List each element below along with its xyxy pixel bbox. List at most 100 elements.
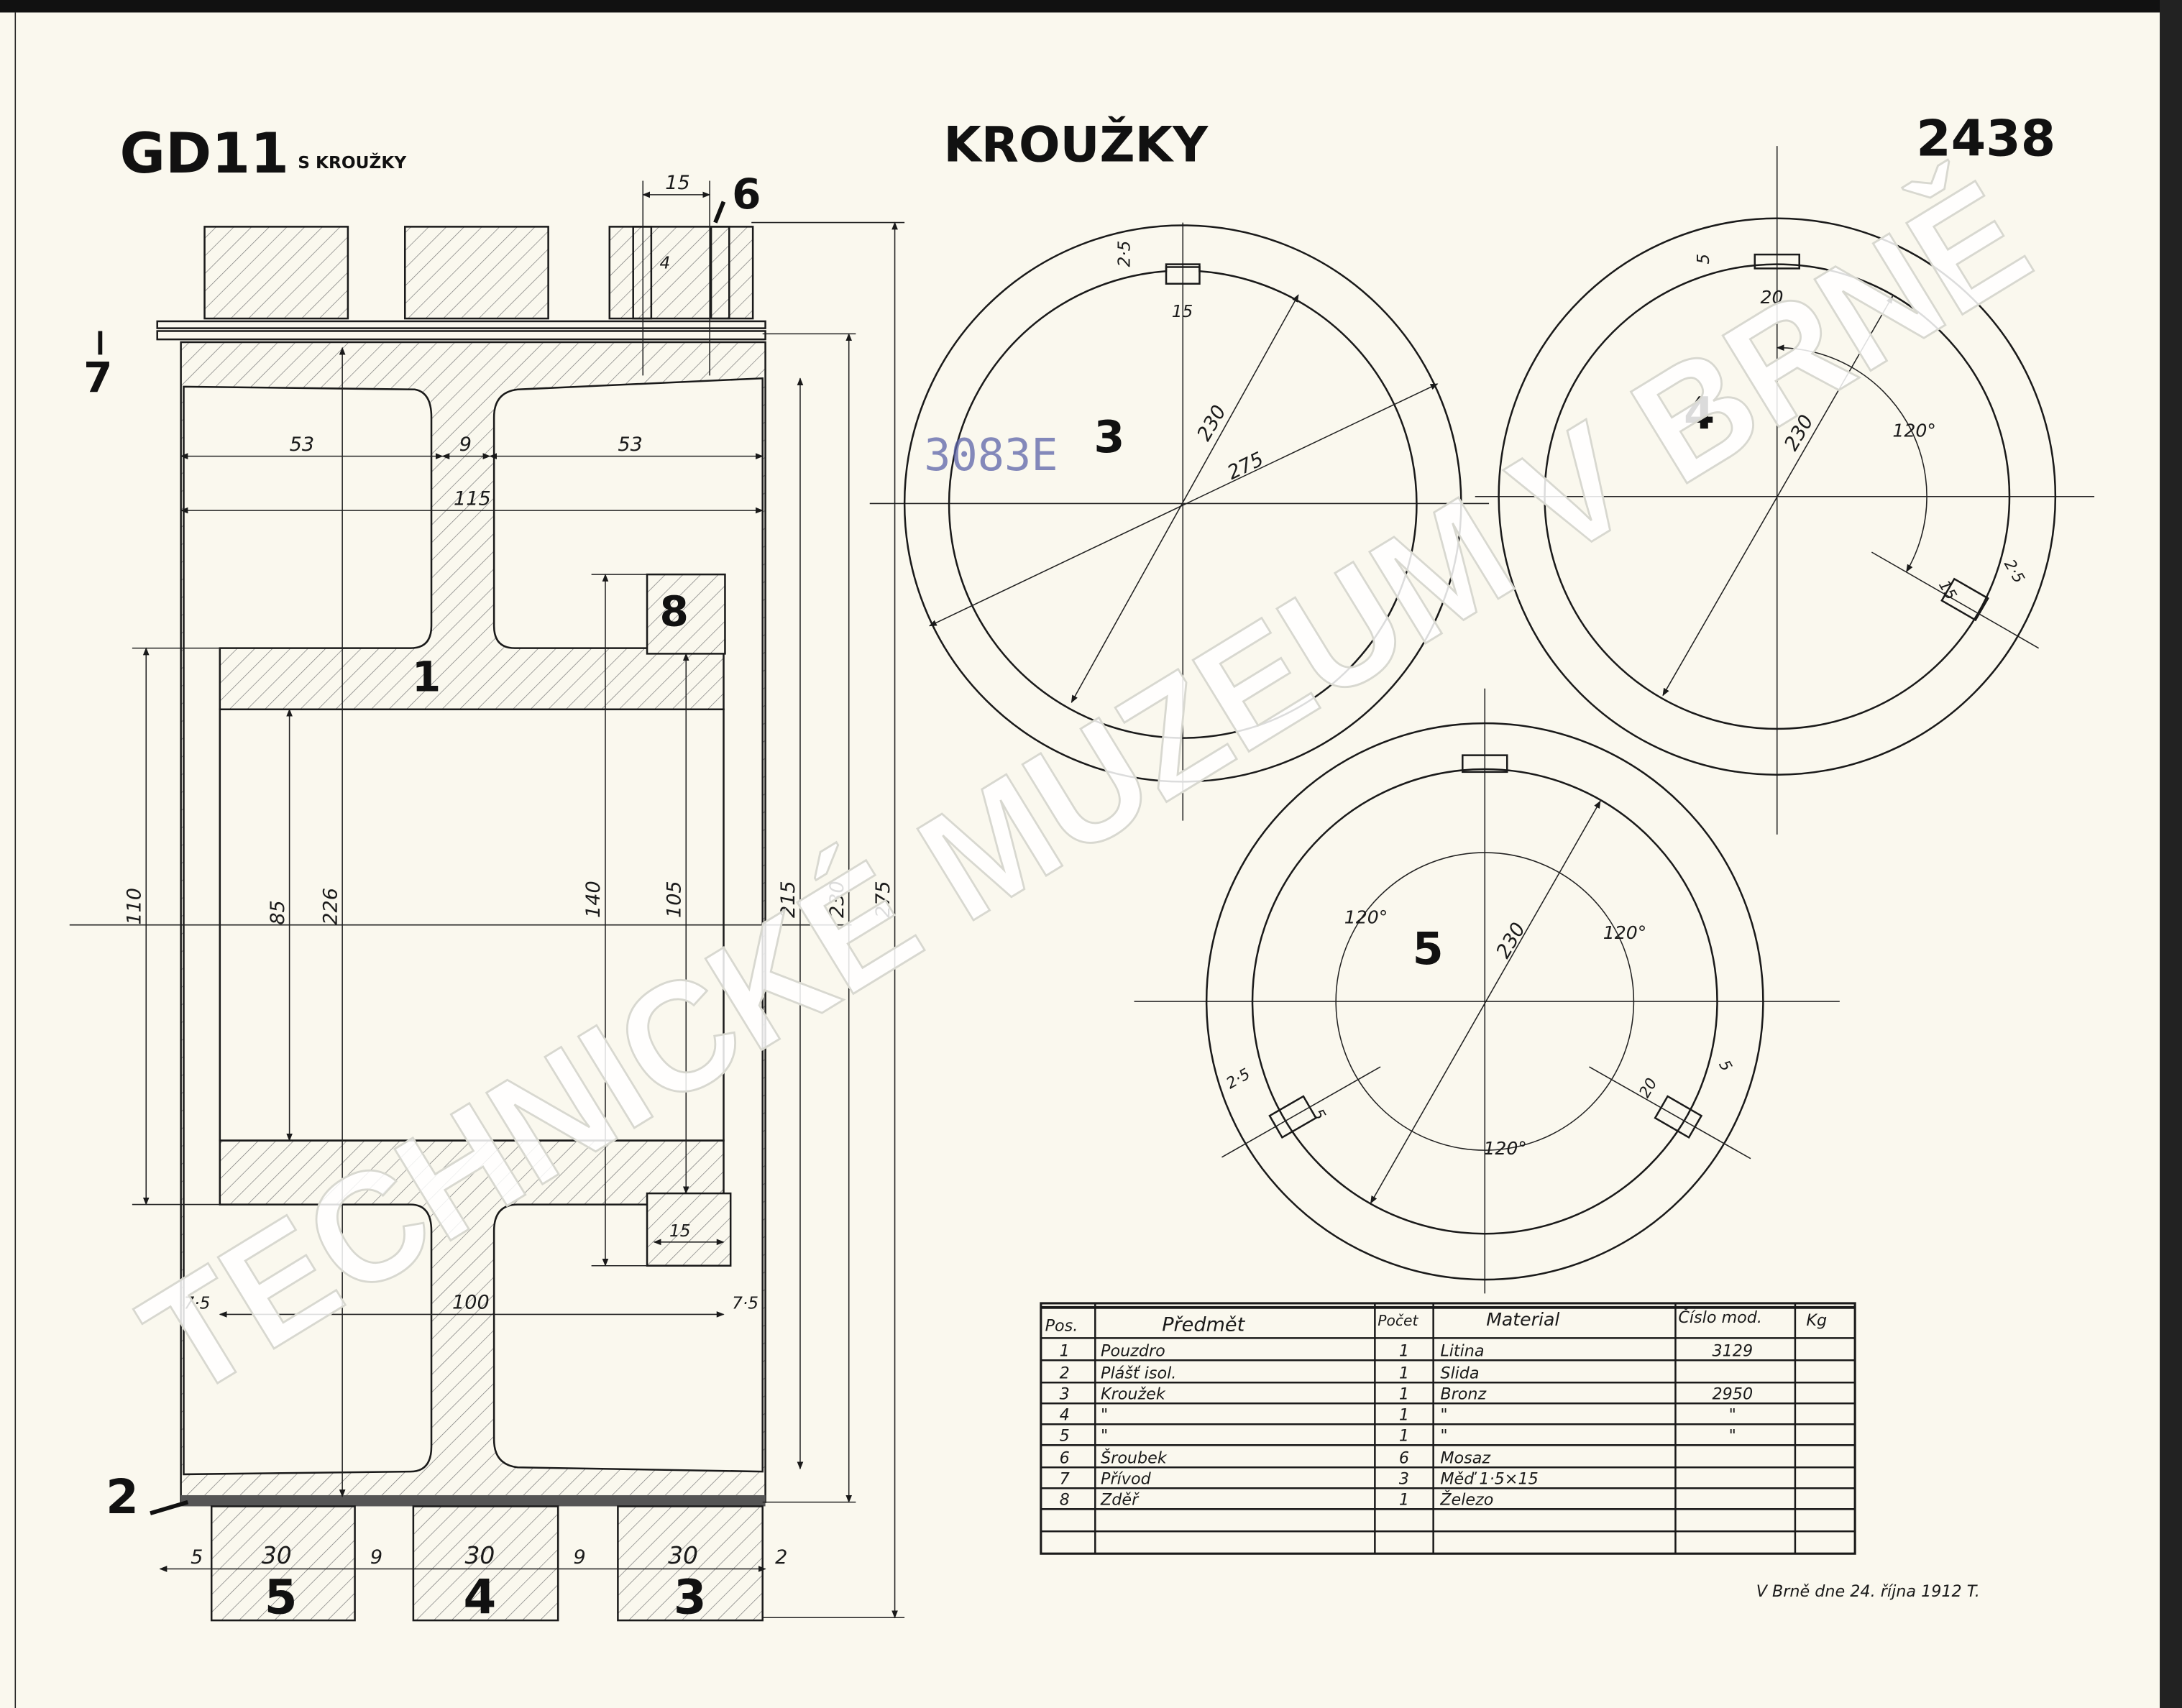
table-cell: "	[1440, 1405, 1447, 1424]
table-cell: 1	[1060, 1341, 1070, 1360]
table-cell: 8	[1060, 1491, 1070, 1510]
leader-2	[150, 1500, 189, 1515]
dim-bottom-6: 2	[775, 1546, 787, 1569]
col-item: Předmět	[1162, 1314, 1245, 1336]
ring-5-top	[203, 226, 349, 320]
table-row: 4 " 1 " "	[1060, 1405, 1736, 1424]
table-cell: 4	[1060, 1405, 1070, 1424]
ring3-dim-notch-width: 15	[1172, 302, 1193, 321]
ring-3-view: 2·5 15 230 275 3083E 3	[869, 222, 1490, 821]
table-cell: Mosaz	[1440, 1448, 1491, 1467]
ring5-label: 5	[1413, 923, 1444, 975]
ring3-dim-notch-depth: 2·5	[1115, 241, 1134, 267]
dim-275: 275	[872, 881, 894, 918]
insulation-sleeve-2	[180, 1494, 766, 1507]
header: GD11 S KROUŽKY KROUŽKY 2438	[119, 110, 2055, 186]
part-label-2: 2	[106, 1469, 139, 1525]
table-cell: 1	[1399, 1405, 1409, 1424]
dim-230: 230	[826, 881, 848, 918]
table-cell: Pouzdro	[1101, 1341, 1165, 1360]
table-cell: Slida	[1440, 1364, 1479, 1382]
page-title: KROUŽKY	[943, 116, 1209, 173]
table-cell: Železo	[1439, 1489, 1493, 1510]
table-cell: 2	[1060, 1364, 1070, 1382]
table-cell: 1	[1399, 1427, 1409, 1446]
col-material: Material	[1486, 1309, 1559, 1330]
table-cell: 2950	[1712, 1385, 1753, 1403]
ring5-dim-angle-right: 120°	[1603, 922, 1647, 943]
part-label-4: 4	[464, 1569, 497, 1625]
part-label-1: 1	[412, 653, 441, 702]
ring5-dim-angle-left: 120°	[1344, 907, 1388, 928]
table-cell: Přívod	[1101, 1469, 1152, 1488]
dim-bottom-0: 5	[191, 1546, 203, 1569]
ring4-dim-notch-depth: 5	[1694, 254, 1713, 265]
inventory-stamp: 3083E	[924, 429, 1058, 481]
table-cell: Litina	[1440, 1341, 1484, 1360]
dim-bottom-4: 9	[573, 1546, 585, 1569]
dim-right-chamber: 53	[618, 433, 642, 456]
table-row: 2 Plášť isol. 1 Slida	[1060, 1364, 1480, 1382]
table-cell: 3	[1060, 1385, 1070, 1403]
dim-215: 215	[777, 881, 799, 918]
part-label-6: 6	[732, 170, 761, 219]
part-label-5: 5	[265, 1569, 298, 1625]
ring-4-bottom	[412, 1505, 559, 1622]
dim-left-step: 7·5	[183, 1294, 210, 1313]
part-label-7: 7	[83, 354, 112, 403]
screw-6a	[632, 226, 653, 320]
table-row: 6 Šroubek 6 Mosaz	[1060, 1447, 1492, 1467]
dim-226: 226	[319, 888, 341, 925]
table-cell: Bronz	[1440, 1385, 1487, 1403]
table-cell: Plášť isol.	[1101, 1364, 1176, 1382]
table-cell: Kroužek	[1101, 1385, 1166, 1403]
table-cell: 7	[1060, 1469, 1070, 1488]
dim-overall-width: 115	[454, 487, 491, 510]
screw-6b	[710, 226, 730, 320]
dim-top-block: 15	[665, 172, 689, 194]
dim-105: 105	[663, 881, 685, 918]
top-edge	[0, 0, 2182, 13]
dim-bottom-2: 9	[370, 1546, 382, 1569]
table-cell: 1	[1399, 1364, 1409, 1382]
table-cell: "	[1101, 1427, 1108, 1446]
table-cell: "	[1440, 1427, 1447, 1446]
table-cell: Šroubek	[1101, 1447, 1168, 1467]
dim-100: 100	[452, 1292, 490, 1314]
table-cell: 3129	[1712, 1341, 1753, 1360]
table-cell: 1	[1399, 1385, 1409, 1403]
table-cell: 6	[1060, 1448, 1070, 1467]
ring-4-top	[403, 226, 549, 320]
table-cell: 1	[1399, 1341, 1409, 1360]
table-cell: "	[1729, 1405, 1736, 1424]
table-cell: "	[1101, 1405, 1108, 1424]
table-cell: 3	[1399, 1469, 1409, 1488]
ring-5-bottom	[210, 1505, 356, 1622]
dim-left-chamber: 53	[290, 433, 314, 456]
col-pos: Pos.	[1045, 1317, 1078, 1336]
section-view: 15 4 53 9 53 115 110 85 226 140 105 215 …	[69, 170, 905, 1625]
ring-3-top	[608, 226, 754, 320]
table-cell: 1	[1399, 1491, 1409, 1510]
col-count: Počet	[1377, 1312, 1418, 1329]
part-label-8: 8	[659, 587, 688, 636]
dim-bore: 85	[267, 900, 289, 924]
dim-web: 9	[459, 433, 472, 456]
dim-bottom-5: 30	[668, 1541, 698, 1569]
insulation-strip	[156, 330, 766, 341]
table-cell: 6	[1399, 1448, 1409, 1467]
table-cell: "	[1729, 1427, 1736, 1446]
ring4-dim-notch-width: 20	[1761, 287, 1784, 308]
signature-date: V Brně dne 24. října 1912 T.	[1756, 1582, 1980, 1601]
clamp-8-bottom	[646, 1192, 732, 1267]
dim-bottom-3: 30	[464, 1541, 495, 1569]
parts-table: Pos. Předmět Počet Material Číslo mod. K…	[1040, 1302, 1856, 1555]
lead-strip-7	[156, 320, 766, 329]
ring3-label: 3	[1094, 411, 1124, 463]
part-label-3: 3	[674, 1569, 707, 1625]
dim-bottom-1: 30	[262, 1541, 292, 1569]
ring5-dim-angle-bottom: 120°	[1483, 1138, 1527, 1159]
